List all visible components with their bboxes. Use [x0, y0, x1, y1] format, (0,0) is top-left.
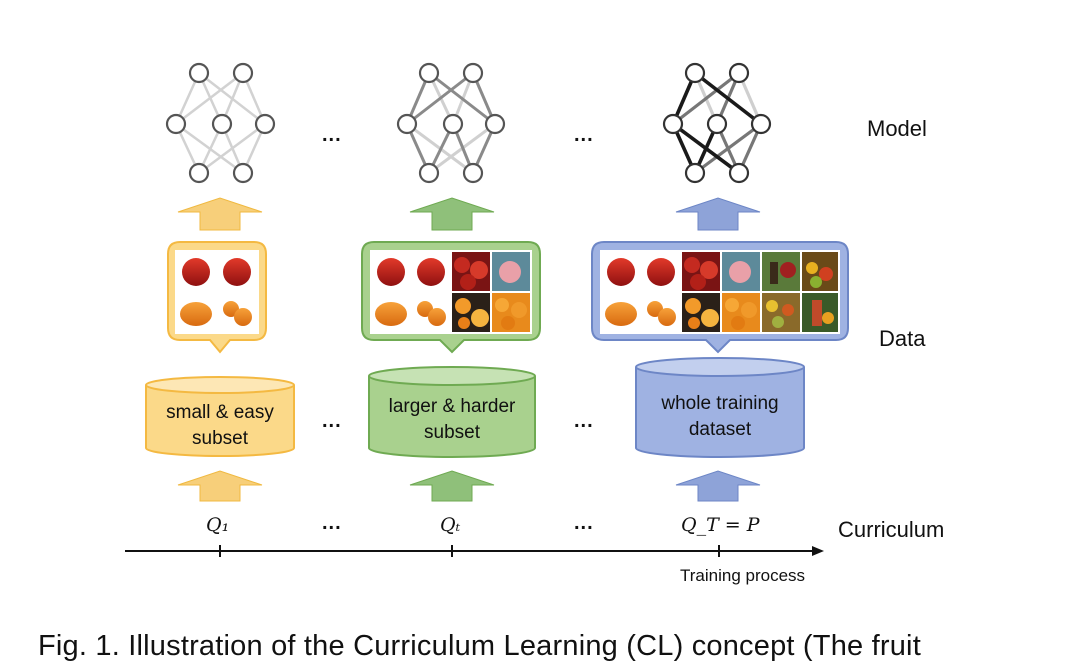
figure-caption: Fig. 1. Illustration of the Curriculum L…: [38, 630, 921, 662]
arrow-curriculum-to-subset-1: [177, 470, 263, 502]
arrow-curriculum-to-subset-3: [675, 470, 761, 502]
arrow-curriculum-to-subset-2: [409, 470, 495, 502]
fruit-grid-1: [177, 252, 257, 332]
training-axis: [125, 545, 824, 557]
data-callout-3: [591, 241, 849, 354]
ellipsis-data-2: ...: [574, 410, 594, 432]
arrow-data-to-model-3: [675, 197, 761, 231]
subset-cylinder-3: [635, 357, 805, 458]
model-network-1: [165, 62, 276, 184]
fruit-grid-2: [372, 252, 530, 332]
subset-cylinder-2: [368, 366, 536, 458]
ellipsis-data-1: ...: [322, 410, 342, 432]
data-callout-1: [167, 241, 267, 354]
curriculum-q1: Q₁: [206, 514, 230, 536]
ellipsis-curriculum-1: ...: [322, 512, 342, 534]
model-label: Model: [867, 116, 927, 141]
model-network-2: [396, 62, 506, 184]
subset-cylinder-1: [145, 376, 295, 457]
training-process-label: Training process: [680, 566, 806, 585]
data-callout-2: [361, 241, 541, 354]
curriculum-qt: Qₜ: [440, 514, 461, 536]
data-label: Data: [879, 326, 926, 351]
ellipsis-curriculum-2: ...: [574, 512, 594, 534]
arrow-data-to-model-2: [409, 197, 495, 231]
fruit-grid-3: [602, 252, 838, 332]
model-network-3: [662, 62, 772, 184]
curriculum-qT: Q_T = P: [681, 514, 760, 536]
ellipsis-model-1: ...: [322, 124, 342, 146]
curriculum-label: Curriculum: [838, 517, 945, 542]
ellipsis-model-2: ...: [574, 124, 594, 146]
arrow-data-to-model-1: [177, 197, 263, 231]
